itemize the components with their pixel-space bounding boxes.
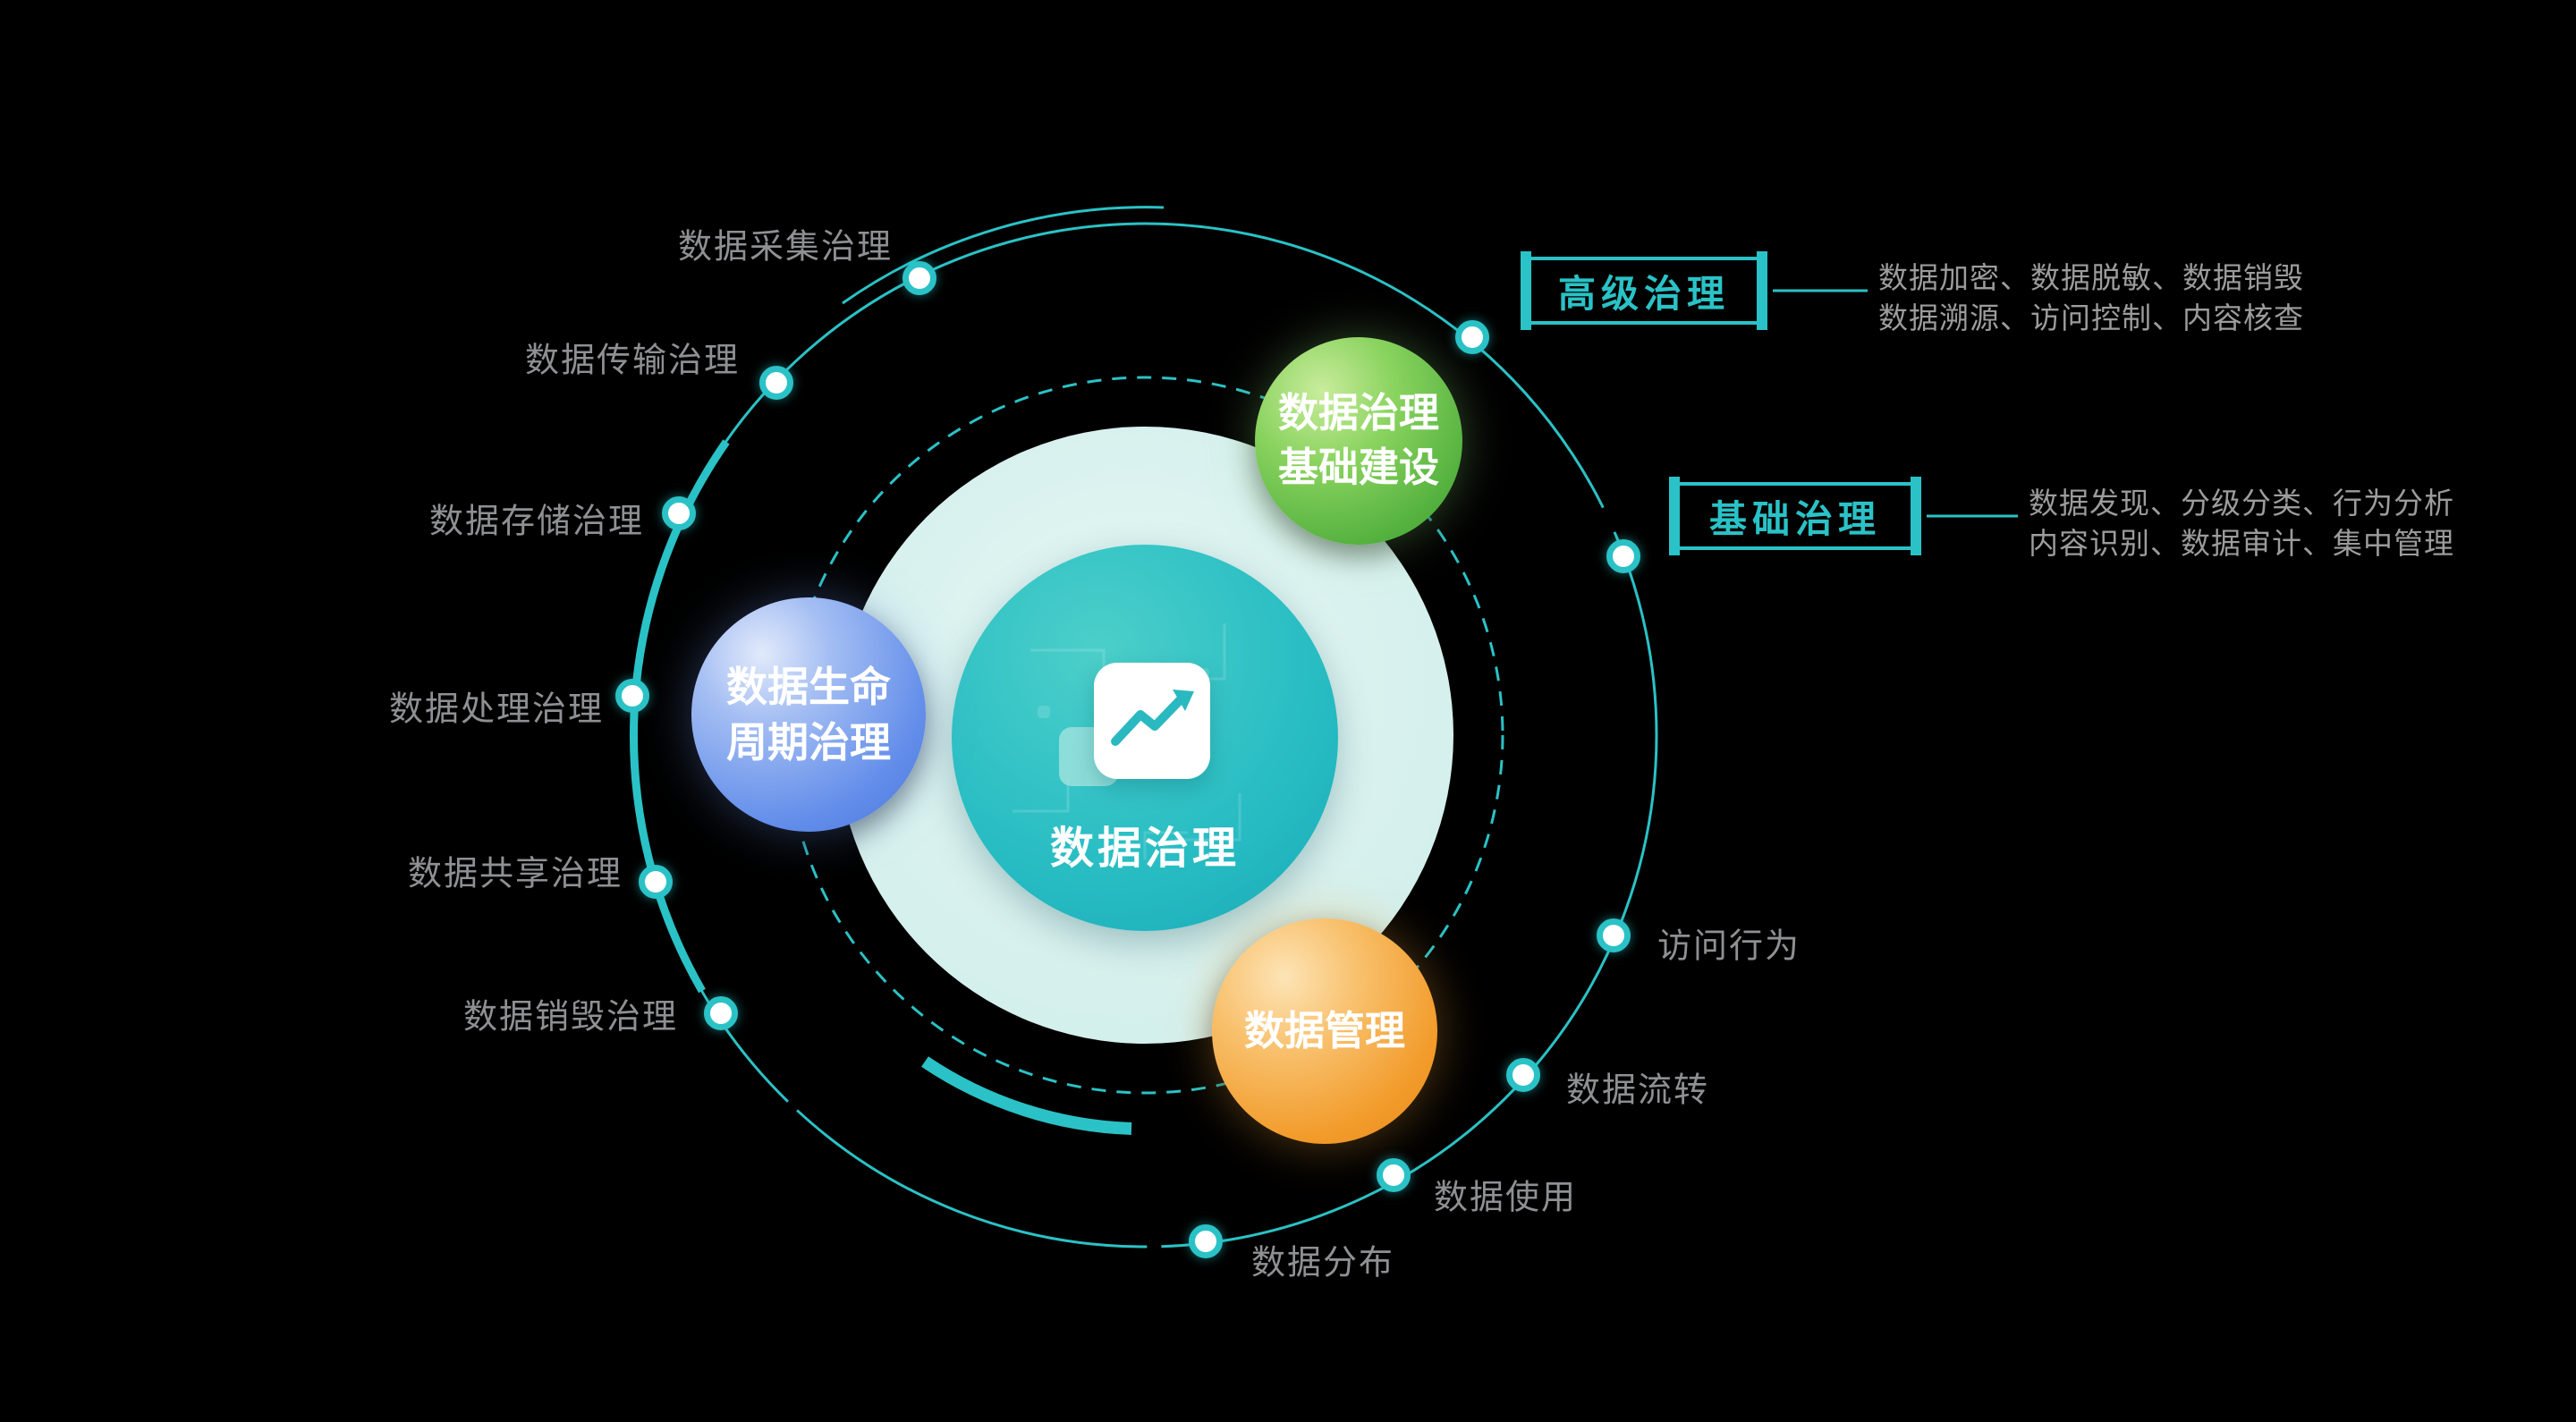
ring-label-data-flow: 数据流转 (1566, 1071, 1710, 1110)
ring-dot-access-behavior (1597, 918, 1631, 952)
ring-dot-advanced-governance (1455, 320, 1489, 354)
ring-label-data-processing-governance: 数据处理治理 (388, 690, 604, 729)
ring-dot-data-destruction (704, 996, 738, 1030)
trend-chart-icon (1094, 663, 1210, 779)
core-circle: 数据治理 (952, 545, 1338, 931)
description-line: 数据溯源、访问控制、内容核查 (1878, 301, 2304, 334)
basic-governance-badge: 基础治理 (1669, 477, 1921, 555)
satellite-data-lifecycle-governance: 数据生命 周期治理 (691, 597, 926, 832)
description-line: 数据发现、分级分类、行为分析 (2029, 487, 2454, 520)
satellite-label-line: 周期治理 (726, 719, 891, 766)
ring-label-access-behavior: 访问行为 (1657, 927, 1801, 966)
ring-label-data-usage: 数据使用 (1434, 1179, 1578, 1217)
ring-label-data-collection-governance: 数据采集治理 (677, 228, 893, 267)
ring-dot-data-sharing (639, 865, 673, 899)
ring-label-data-destruction-governance: 数据销毁治理 (462, 998, 678, 1037)
ring-label-data-storage-governance: 数据存储治理 (428, 503, 644, 541)
ring-label-data-transmission-governance: 数据传输治理 (524, 342, 740, 380)
ring-dot-data-distribution (1189, 1224, 1223, 1258)
ring-label-data-sharing-governance: 数据共享治理 (407, 855, 623, 893)
satellite-label-line: 数据治理 (1277, 390, 1439, 436)
center-title: 数据治理 (1049, 825, 1240, 873)
ring-label-data-distribution: 数据分布 (1251, 1244, 1395, 1282)
ring-dot-data-collection (902, 261, 936, 295)
ring-dot-data-transmission (759, 366, 793, 400)
advanced-governance-description: 数据加密、数据脱敏、数据销毁 数据溯源、访问控制、内容核查 (1878, 258, 2304, 338)
ring-dot-data-storage (662, 496, 696, 530)
ring-dot-data-usage (1377, 1158, 1411, 1192)
description-line: 数据加密、数据脱敏、数据销毁 (1878, 261, 2304, 294)
description-line: 内容识别、数据审计、集中管理 (2029, 527, 2454, 560)
satellite-governance-infrastructure: 数据治理 基础建设 (1255, 337, 1462, 545)
ring-dot-basic-governance (1606, 539, 1640, 573)
ring-dot-data-processing (615, 679, 649, 713)
satellite-label-line: 基础建设 (1277, 444, 1439, 490)
basic-governance-description: 数据发现、分级分类、行为分析 内容识别、数据审计、集中管理 (2029, 483, 2454, 563)
satellite-data-management: 数据管理 (1212, 918, 1437, 1144)
satellite-label-line: 数据生命 (726, 663, 891, 710)
ring-dot-data-flow (1506, 1058, 1540, 1092)
advanced-governance-badge: 高级治理 (1521, 251, 1767, 330)
satellite-label-line: 数据管理 (1243, 1007, 1405, 1054)
